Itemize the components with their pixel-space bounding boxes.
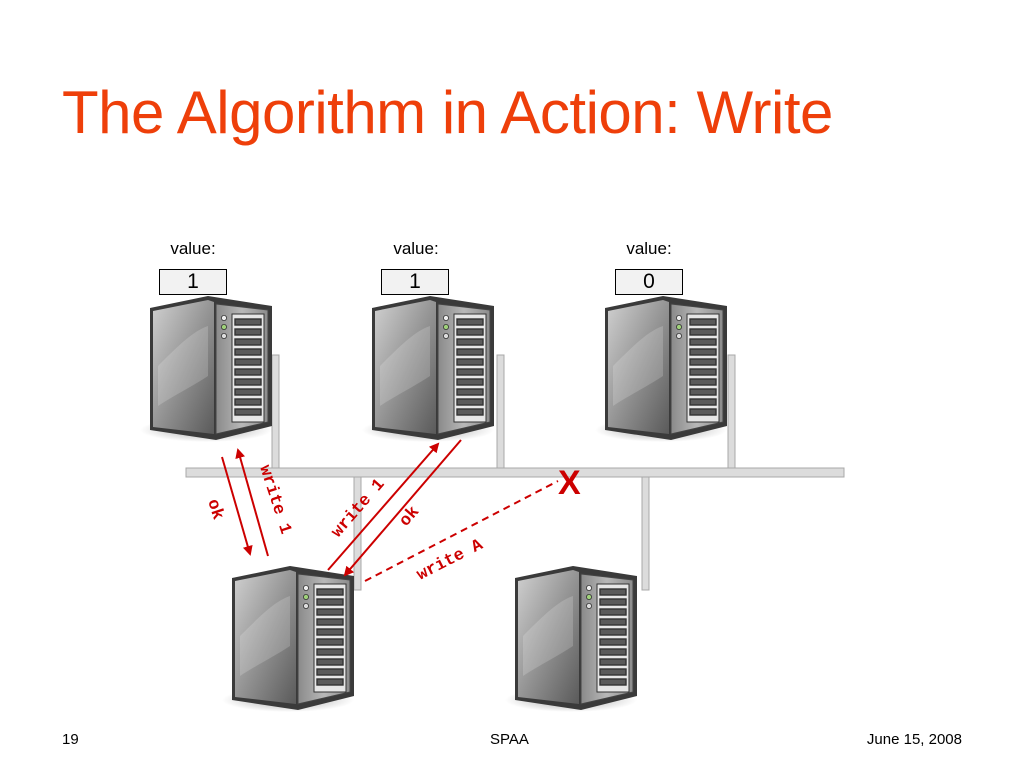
presentation-date: June 15, 2008 xyxy=(867,731,962,748)
server-icon-3 xyxy=(595,296,727,442)
write-a-arrow xyxy=(365,481,558,581)
server-icon-1 xyxy=(140,296,272,442)
page-number: 19 xyxy=(62,731,79,748)
ok-label-1: ok xyxy=(202,497,226,522)
write-a-label: write A xyxy=(414,536,487,586)
ok-label-2: ok xyxy=(396,503,424,531)
failure-mark: X xyxy=(558,464,581,502)
network-bus xyxy=(186,355,844,590)
server-icon-2 xyxy=(362,296,494,442)
server-icon-4 xyxy=(505,566,637,712)
server-icon-client xyxy=(222,566,354,712)
conference-name: SPAA xyxy=(490,731,529,748)
